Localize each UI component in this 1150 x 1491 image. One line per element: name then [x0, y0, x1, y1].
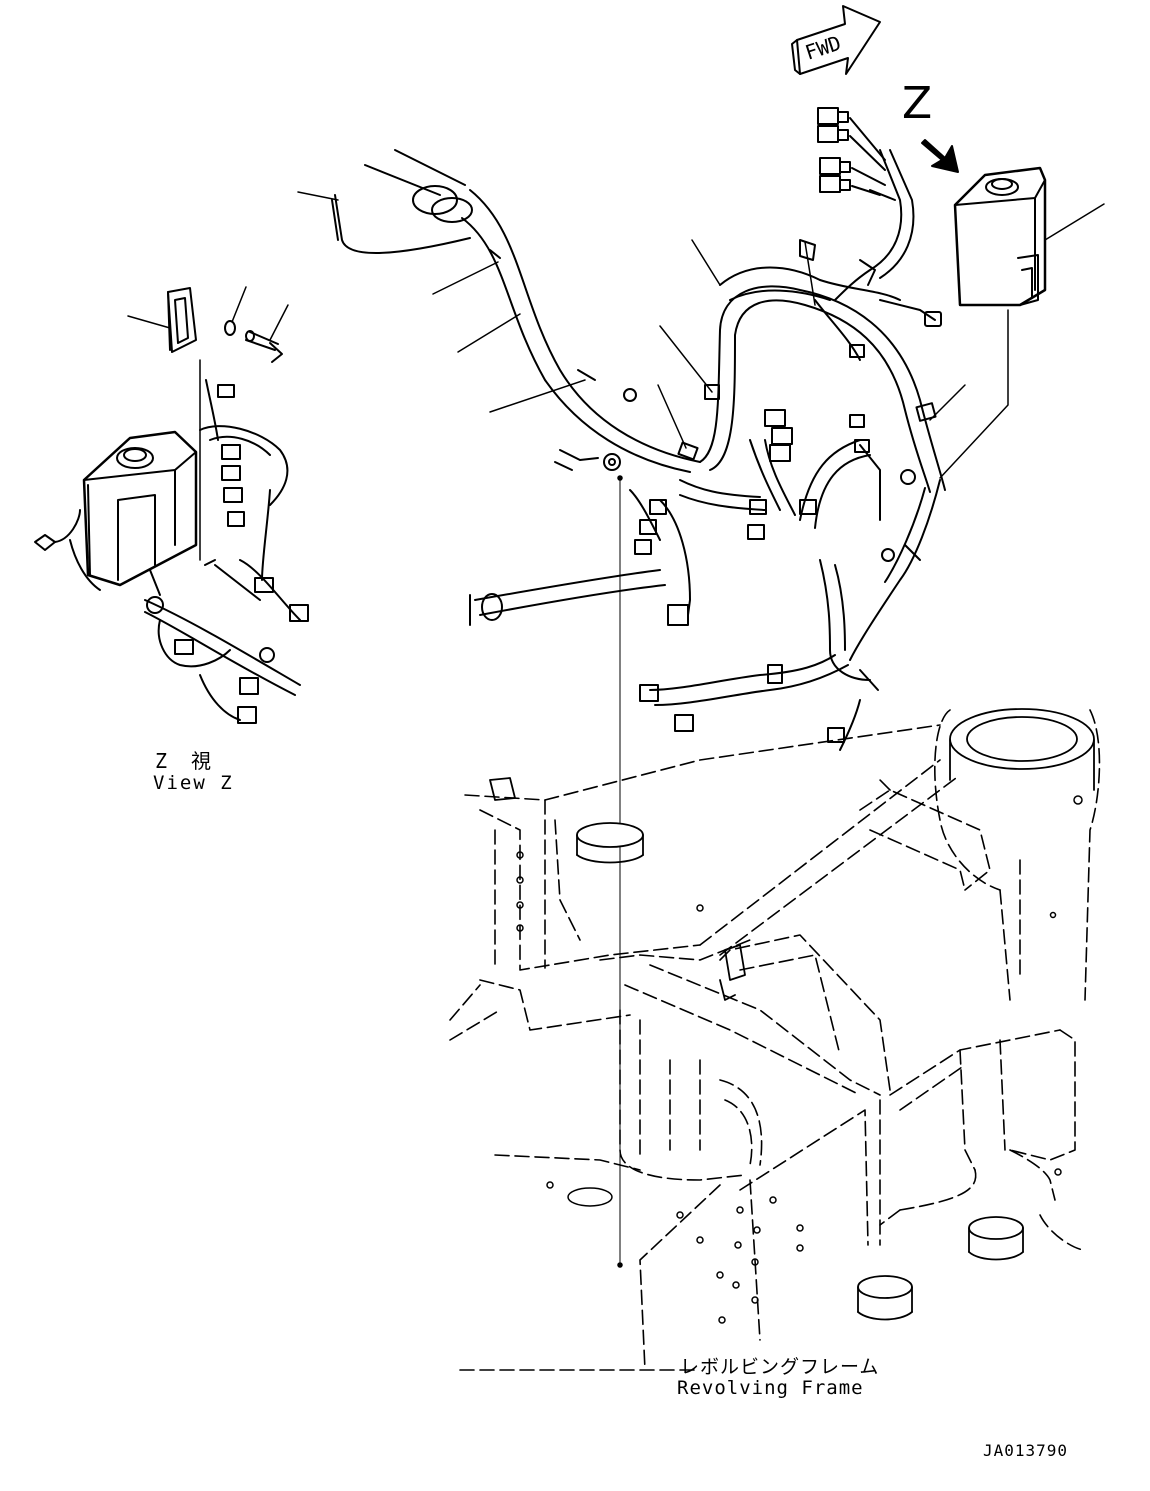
lower-wiring: [469, 239, 916, 751]
harness-tube: [364, 149, 701, 473]
connector-cluster: [817, 107, 886, 196]
revolving-frame: [449, 709, 1101, 1371]
wire-pin: [331, 194, 471, 254]
frame-holes: [516, 795, 1083, 1324]
frame-label-en: Revolving Frame: [677, 1377, 864, 1399]
frame-label-jp: レボルビングフレーム: [680, 1356, 880, 1378]
drawing-number: JA013790: [983, 1441, 1069, 1460]
main-harness: [677, 149, 946, 661]
view-z-label-en: View Z: [153, 772, 234, 794]
view-marker: Z: [902, 78, 933, 129]
washer-tank-main: [953, 166, 1047, 307]
view-z-inset: [34, 287, 309, 724]
view-z-label-jp: Z 視: [155, 749, 214, 773]
fwd-arrow: FWD: [791, 5, 881, 75]
leader-lines-main: [297, 191, 1105, 1268]
frame-details: [489, 708, 1095, 1321]
leader-lines-inset: [127, 286, 289, 561]
view-z-arrow: [921, 139, 959, 173]
